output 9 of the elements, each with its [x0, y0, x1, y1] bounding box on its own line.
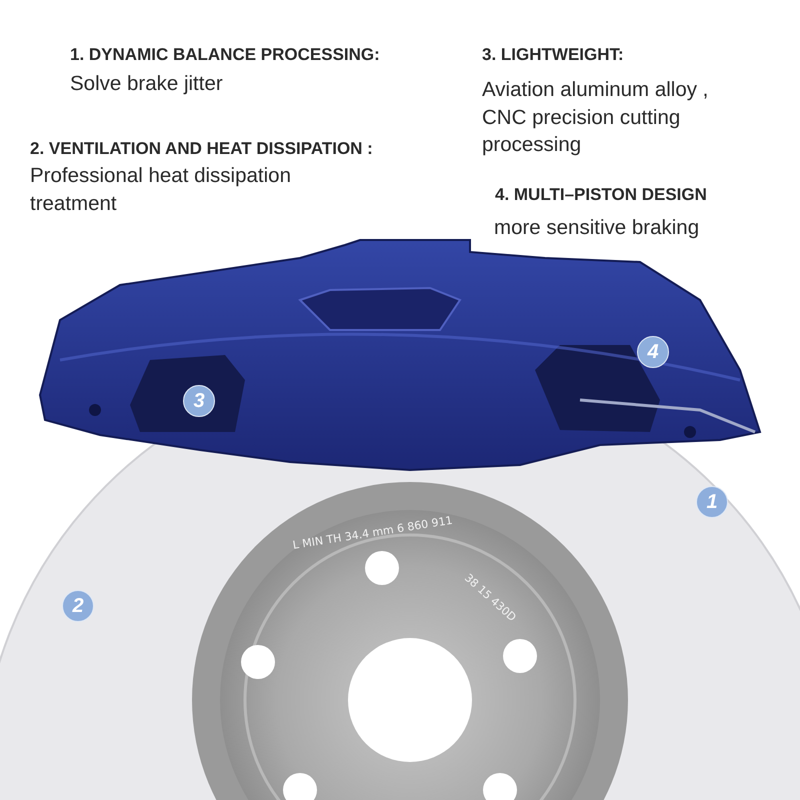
feature-description: Solve brake jitter	[70, 71, 224, 97]
feature-heading: 4. MULTI–PISTON DESIGN	[495, 184, 707, 206]
feature-description: Aviation aluminum alloy , CNC precision cutting processing	[482, 77, 710, 158]
feature-heading: 1. DYNAMIC BALANCE PROCESSING:	[70, 44, 380, 66]
feature-description: more sensitive braking	[494, 215, 700, 241]
feature-heading: 2. VENTILATION AND HEAT DISSIPATION :	[30, 138, 373, 160]
engraved-text: L MIN TH 34.4 mm 6 860 911	[292, 514, 454, 551]
feature-description: Professional heat dissipation treatment	[30, 163, 292, 217]
feature-heading: 3. LIGHTWEIGHT:	[482, 44, 624, 66]
